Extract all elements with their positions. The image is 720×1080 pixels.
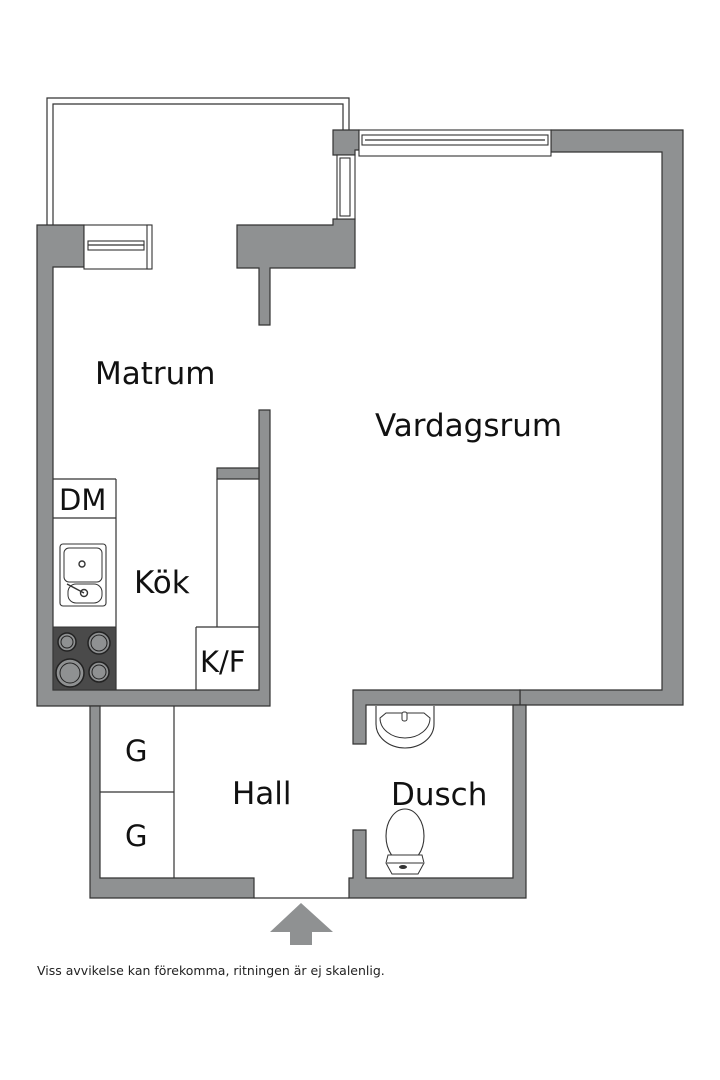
room-label-kok: Kök [134, 565, 190, 601]
wardrobes [100, 706, 175, 878]
wardrobe-label-2: G [125, 819, 147, 853]
dishwasher-label: DM [59, 483, 106, 517]
toilet-icon [385, 808, 425, 875]
balcony [46, 97, 350, 225]
disclaimer-text: Viss avvikelse kan förekomma, ritningen … [37, 963, 385, 978]
kitchen-sink-icon [59, 543, 107, 607]
room-label-vardagsrum: Vardagsrum [375, 408, 562, 444]
fridge-freezer-label: K/F [200, 645, 245, 679]
room-label-dusch: Dusch [391, 777, 487, 813]
room-label-hall: Hall [232, 776, 292, 812]
room-label-matrum: Matrum [95, 356, 216, 392]
stove-icon [52, 626, 117, 691]
entrance-arrow-icon [270, 903, 333, 945]
walls [36, 129, 684, 899]
windows [83, 129, 552, 270]
washbasin-icon [375, 706, 435, 749]
wardrobe-label-1: G [125, 734, 147, 768]
